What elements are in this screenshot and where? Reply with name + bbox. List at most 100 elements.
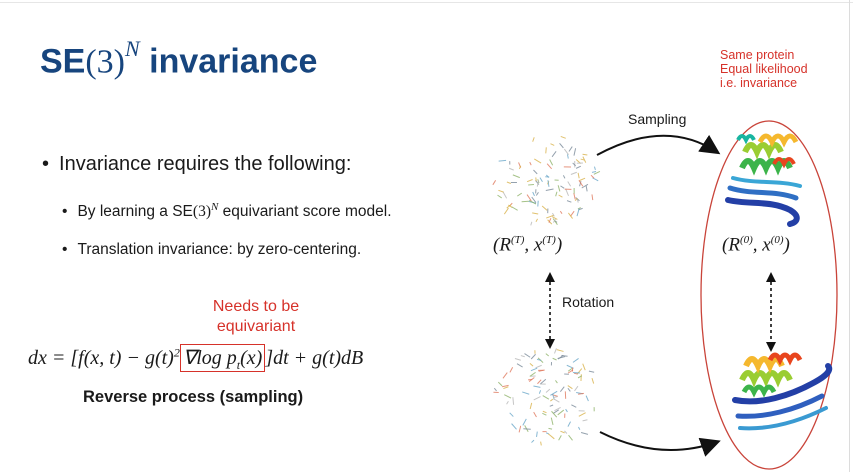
bullet-sub-2-text: Translation invariance: by zero-centerin… xyxy=(77,241,362,258)
noise-stroke xyxy=(516,363,523,368)
noise-stroke xyxy=(547,433,555,440)
noise-stroke xyxy=(555,191,558,197)
title-group: (3) xyxy=(85,43,126,81)
noise-stroke xyxy=(568,434,573,441)
noise-stroke xyxy=(559,386,565,393)
bullet-main-text: Invariance requires the following: xyxy=(59,153,352,175)
noise-stroke xyxy=(575,165,582,169)
equivariant-note-line1: Needs to be xyxy=(212,298,300,315)
noise-stroke xyxy=(562,175,566,179)
noise-stroke xyxy=(565,408,568,413)
score-term: ∇log p xyxy=(182,347,237,369)
noise-stroke xyxy=(563,148,569,155)
bullet-sub-1-exponent: N xyxy=(210,201,219,213)
noise-stroke xyxy=(529,402,533,410)
noise-stroke xyxy=(541,205,548,211)
noise-stroke xyxy=(554,406,561,412)
noise-stroke xyxy=(518,425,522,433)
noise-stroke xyxy=(579,181,582,187)
noise-stroke xyxy=(511,423,517,430)
noise-stroke xyxy=(567,367,573,372)
rotation-label: Rotation xyxy=(562,294,615,310)
noise-stroke xyxy=(524,353,531,358)
noise-stroke xyxy=(550,143,555,146)
noise-stroke xyxy=(560,185,565,189)
invariance-note-line1: Same protein xyxy=(720,48,795,62)
noise-stroke xyxy=(511,206,518,211)
noise-stroke xyxy=(575,197,580,202)
score-term-box: ∇log pt(x) xyxy=(179,344,266,372)
score-term-sub: t xyxy=(236,358,241,372)
sampling-label: Sampling xyxy=(628,111,687,127)
noise-stroke xyxy=(576,199,579,203)
right-divider xyxy=(849,0,850,472)
noise-stroke xyxy=(573,148,577,156)
noise-stroke xyxy=(532,212,539,215)
noise-stroke xyxy=(567,181,572,187)
noise-stroke xyxy=(545,353,550,357)
noise-stroke xyxy=(547,180,550,187)
noise-stroke xyxy=(550,417,554,425)
bullet-main: •Invariance requires the following: xyxy=(42,153,351,176)
noise-stroke xyxy=(538,390,542,394)
bullet-dot-icon: • xyxy=(62,241,68,258)
noise-stroke xyxy=(572,358,579,363)
noise-stroke xyxy=(582,156,587,163)
noise-stroke xyxy=(564,430,568,434)
noise-stroke xyxy=(509,366,514,373)
noise-stroke xyxy=(566,200,572,203)
noise-stroke xyxy=(498,189,504,193)
noise-stroke xyxy=(585,185,588,192)
noise-stroke xyxy=(497,381,503,387)
bullet-dot-icon: • xyxy=(62,203,68,221)
noise-stroke xyxy=(557,356,566,359)
noise-stroke xyxy=(508,167,514,171)
equation-square: 2 xyxy=(173,345,180,360)
noisy-point-cloud-icon xyxy=(493,348,595,446)
equation-right: ]dt + g(t)dB xyxy=(265,347,364,369)
bullet-sub-1-group: (3) xyxy=(192,203,211,221)
noise-stroke xyxy=(545,388,551,393)
noise-stroke xyxy=(591,194,594,201)
noise-stroke xyxy=(577,392,584,395)
noise-stroke xyxy=(577,172,580,179)
noise-stroke xyxy=(552,218,558,225)
noise-stroke xyxy=(593,166,596,171)
noise-stroke xyxy=(590,174,595,179)
noise-stroke xyxy=(567,212,573,219)
noise-stroke xyxy=(560,135,566,139)
noise-stroke xyxy=(576,208,580,217)
noise-stroke xyxy=(561,355,568,357)
sampling-arrow-bottom xyxy=(599,431,721,457)
noise-stroke xyxy=(530,221,533,226)
noise-stroke xyxy=(550,398,554,402)
noise-stroke xyxy=(529,199,537,205)
protein-ribbon-icon xyxy=(732,352,833,431)
noise-stroke xyxy=(553,409,560,414)
top-divider xyxy=(0,2,853,3)
noise-stroke xyxy=(536,358,542,361)
noise-stroke xyxy=(578,180,584,187)
equation-left: dx = [f(x, t) − g(t) xyxy=(28,347,174,369)
invariance-note-line2: Equal likelihood xyxy=(720,62,808,76)
clean-state-label: (R(0), x(0)) xyxy=(722,234,790,256)
noise-stroke xyxy=(557,185,561,192)
noise-stroke xyxy=(565,188,569,197)
noise-stroke xyxy=(533,411,537,418)
noise-stroke xyxy=(574,372,578,375)
noise-stroke xyxy=(551,216,558,220)
noise-stroke xyxy=(536,431,538,438)
noise-stroke xyxy=(506,204,512,209)
noise-stroke xyxy=(536,180,540,187)
invariance-ellipse xyxy=(700,120,838,470)
noise-stroke xyxy=(578,426,581,430)
noise-stroke xyxy=(529,371,536,377)
noise-stroke xyxy=(522,391,530,395)
noise-stroke xyxy=(512,397,515,405)
noise-stroke xyxy=(570,210,575,217)
noise-stroke xyxy=(582,153,588,156)
invariance-note-line3: i.e. invariance xyxy=(720,76,798,90)
noise-stroke xyxy=(578,412,586,417)
noise-stroke xyxy=(540,378,547,385)
noise-stroke xyxy=(567,385,573,390)
